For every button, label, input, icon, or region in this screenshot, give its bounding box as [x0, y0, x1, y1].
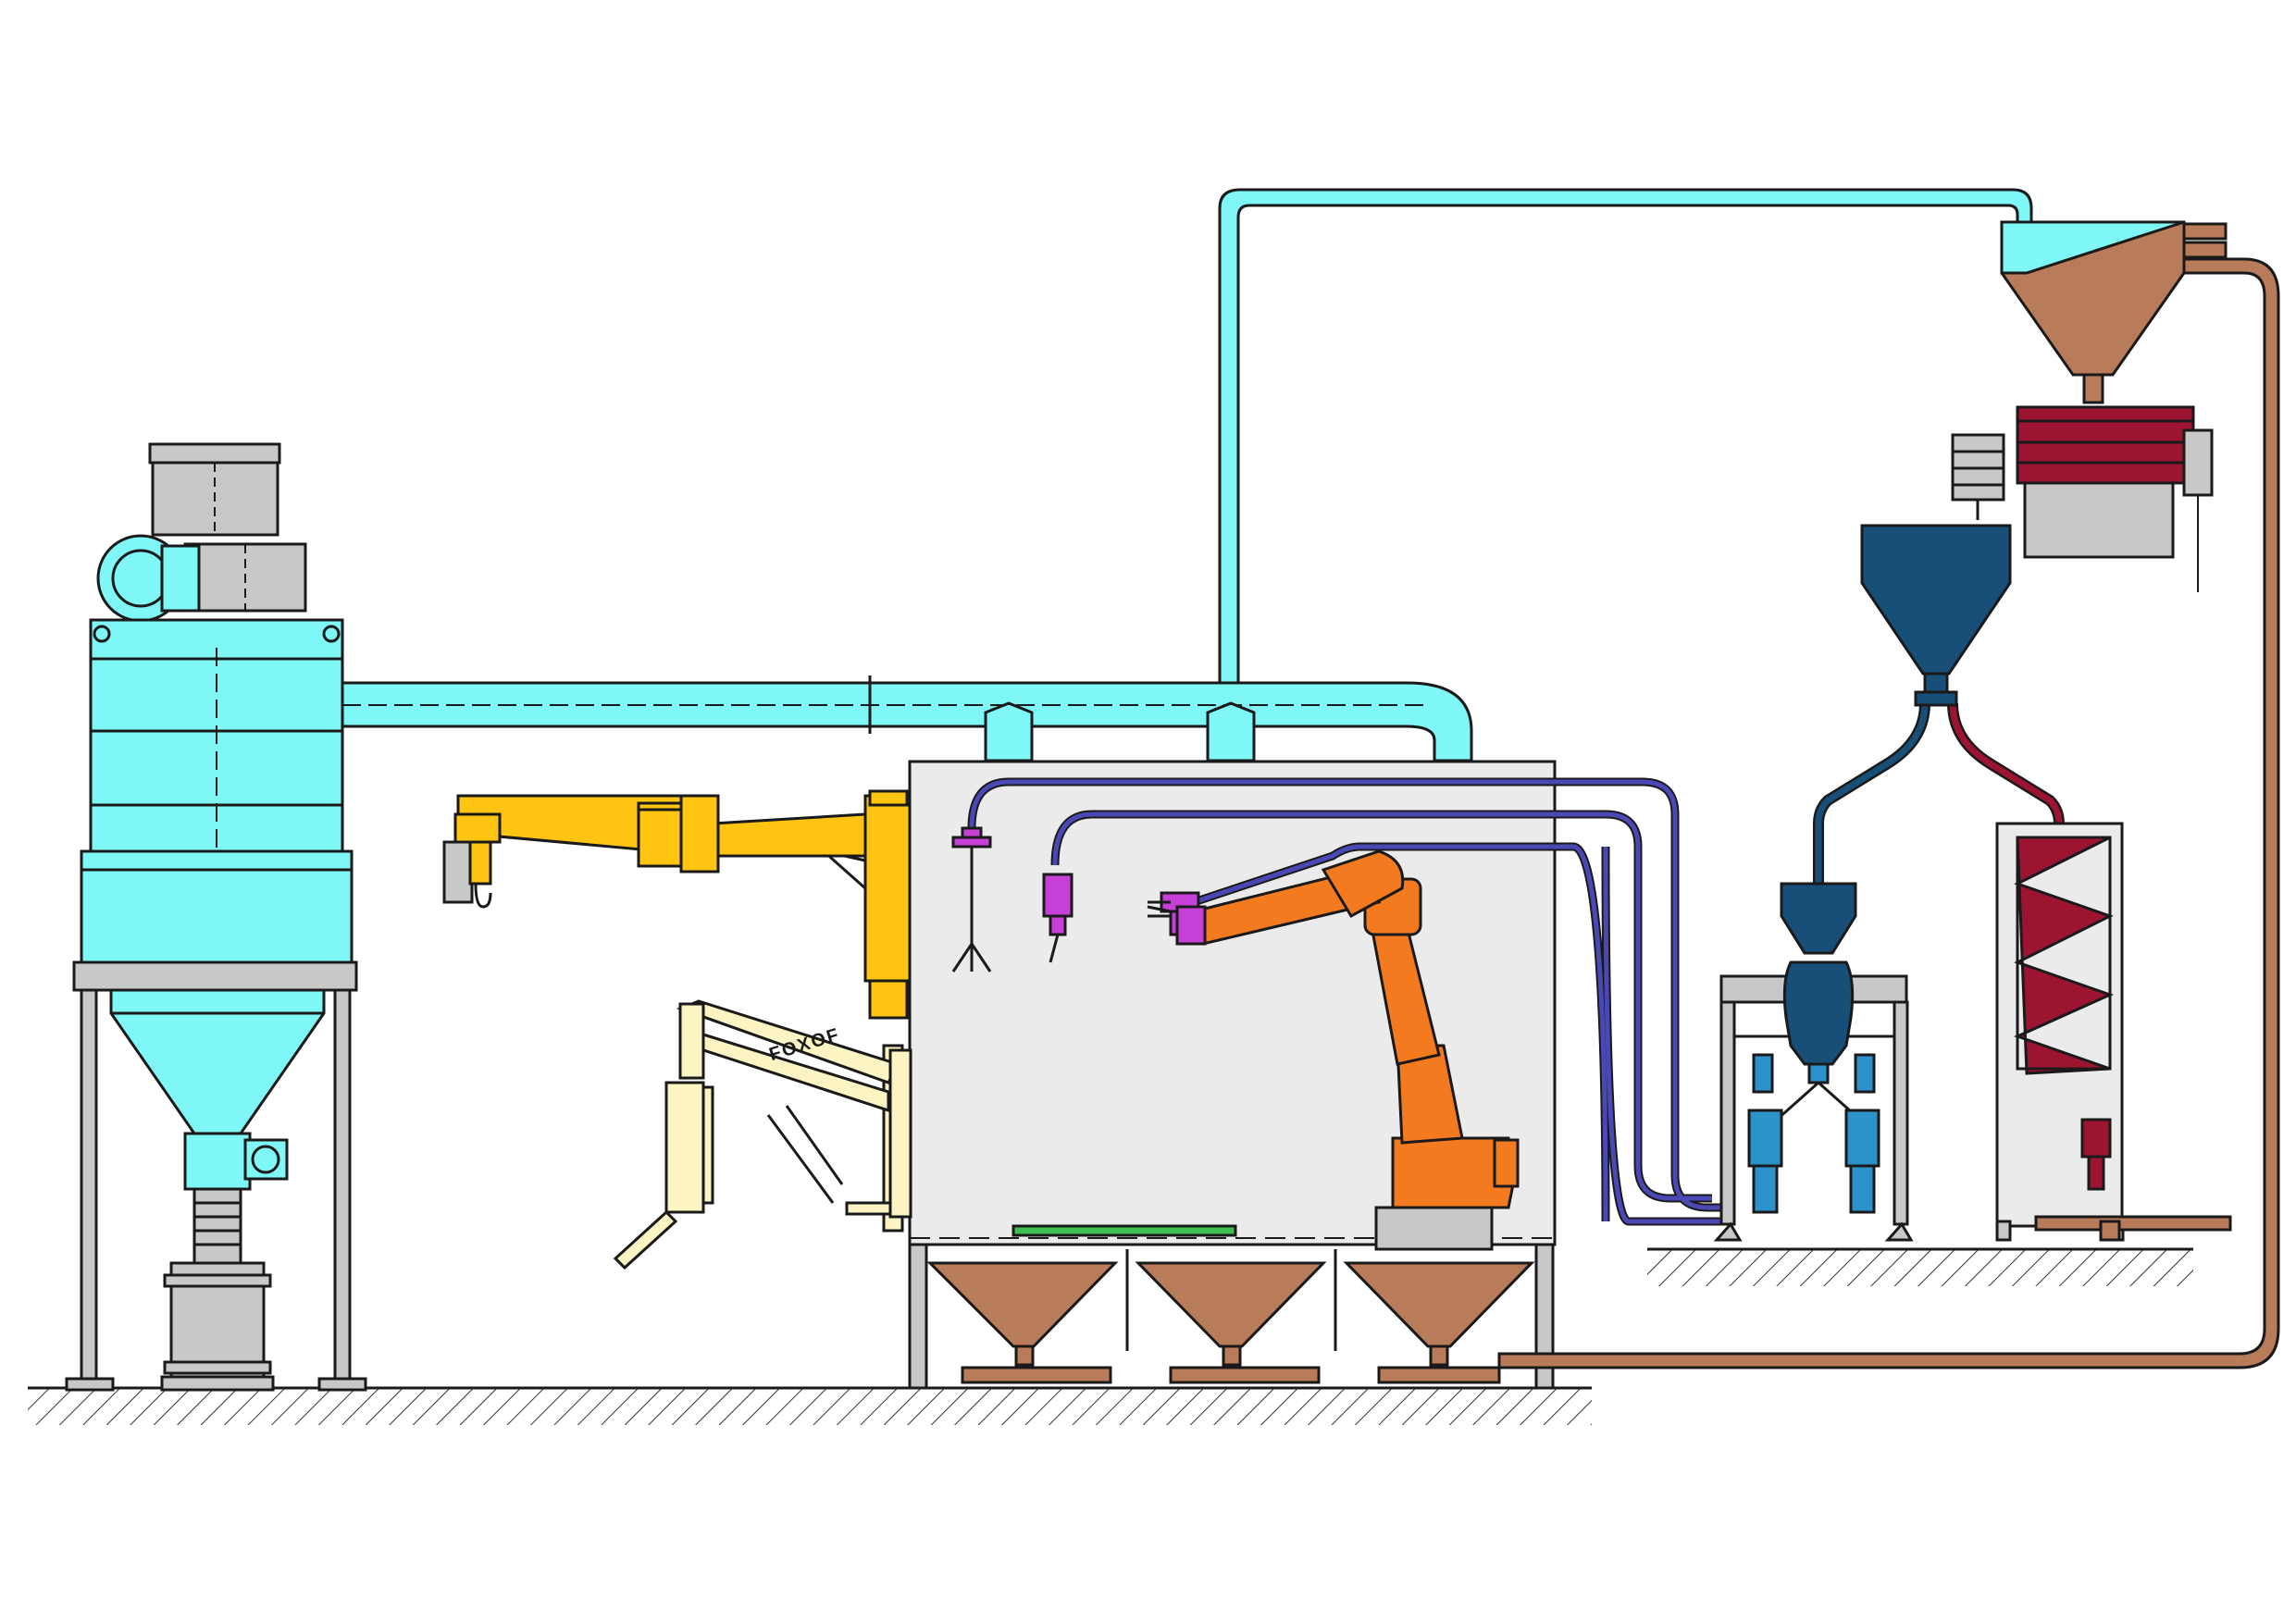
extraction-duct [341, 188, 2033, 762]
manipulator-arm: FOXOF [613, 999, 904, 1270]
sieve-separator [1951, 220, 2214, 592]
floor-grating [1011, 1224, 1237, 1237]
dust-collector-cyclone [65, 442, 367, 1392]
storage-hopper [1860, 524, 2012, 707]
pressure-vessel-unit [1713, 882, 1914, 1242]
industrial-robot [1147, 849, 1520, 1251]
crane-arm [442, 789, 913, 1020]
booth-hoppers [926, 1249, 1535, 1384]
ground [28, 1247, 2193, 1425]
screw-classifier [1995, 822, 2232, 1242]
